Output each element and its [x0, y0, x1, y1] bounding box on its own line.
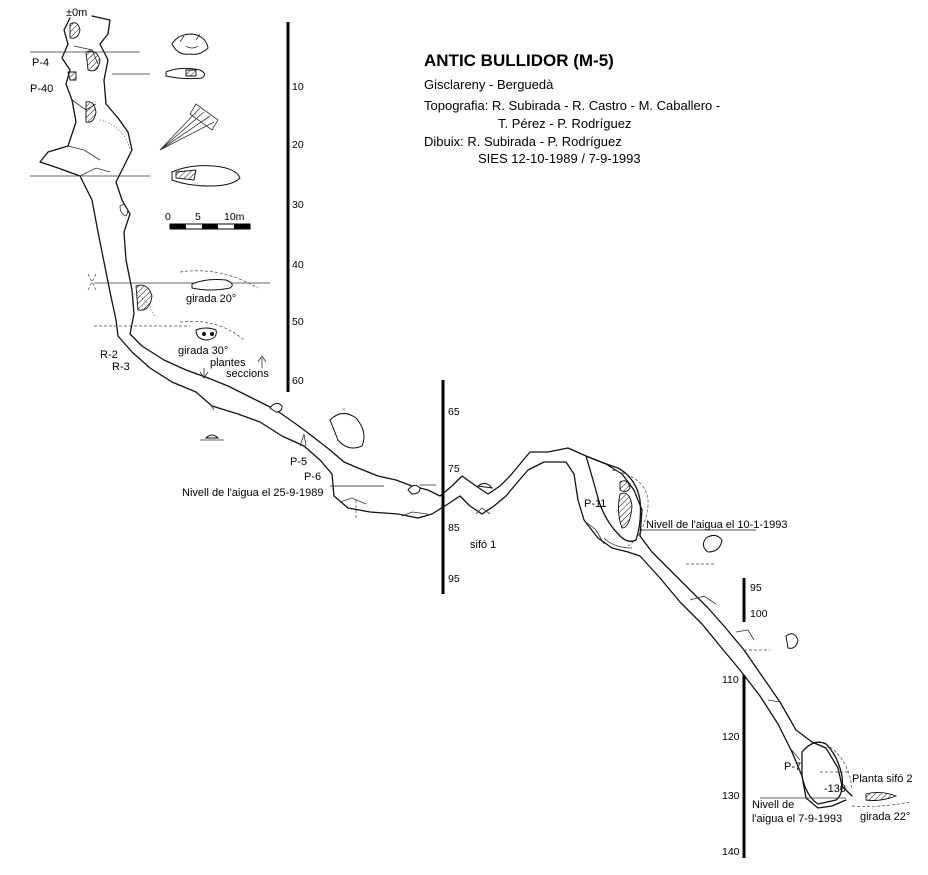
arrow-down-icon [199, 368, 209, 379]
annotation-seccions: seccions [226, 368, 269, 380]
label-p11: P-11 [584, 498, 606, 510]
depth-tick: 50 [292, 316, 304, 328]
depth-tick: 120 [722, 731, 740, 743]
annotation-water-level-1993-jan: Nivell de l'aigua el 10-1-1993 [646, 519, 788, 531]
label-p6: P-6 [304, 471, 321, 483]
label-p4: P-4 [32, 57, 49, 69]
depth-scale-3: 95 100 [742, 578, 768, 622]
depth-tick: 10 [292, 81, 304, 93]
depth-scale-2: 65 75 85 95 [441, 380, 460, 594]
annotation-girada-20: girada 20° [186, 293, 236, 305]
annotation-plantes: plantes [210, 357, 246, 369]
survey-topographers-2: T. Pérez - P. Rodríguez [498, 116, 631, 131]
depth-tick: 40 [292, 259, 304, 271]
depth-tick: 100 [750, 608, 768, 620]
depth-tick: 60 [292, 375, 304, 387]
annotation-water-level-1993-sep-1: Nivell de [752, 799, 794, 811]
annotation-planta-sifo-2: Planta sifó 2 [852, 773, 913, 785]
label-r2: R-2 [100, 349, 118, 361]
depth-tick: 110 [722, 674, 739, 686]
depth-tick: 30 [292, 199, 304, 211]
annotation-water-level-1989: Nivell de l'aigua el 25-9-1989 [182, 487, 324, 499]
depth-tick: 75 [448, 463, 460, 475]
label-top-zero: ±0m [66, 7, 87, 19]
depth-tick: 65 [448, 406, 460, 418]
label-r3: R-3 [112, 361, 130, 373]
depth-tick: 85 [448, 522, 460, 534]
annotation-water-level-1993-sep-2: l'aigua el 7-9-1993 [752, 813, 842, 825]
scale-label-10: 10m [224, 211, 245, 223]
annotation-girada-22: girada 22° [860, 811, 910, 823]
survey-drawing-credit: Dibuix: R. Subirada - P. Rodríguez [424, 134, 622, 149]
survey-topographers-1: Topografia: R. Subirada - R. Castro - M.… [424, 98, 720, 113]
annotation-girada-30: girada 30° [178, 345, 228, 357]
scale-bar: 0 5 10m [165, 211, 251, 230]
label-p40: P-40 [30, 83, 53, 95]
cross-sections [159, 33, 911, 807]
survey-title: ANTIC BULLIDOR (M-5) [424, 51, 614, 70]
scale-label-0: 0 [165, 211, 171, 223]
level-lines [30, 51, 846, 799]
depth-tick: 20 [292, 139, 304, 151]
survey-dates: SIES 12-10-1989 / 7-9-1993 [478, 151, 641, 166]
depth-tick: 95 [750, 582, 762, 594]
label-p7: P-7 [784, 761, 801, 773]
depth-tick: 95 [448, 573, 460, 585]
annotation-sifo-1: sifó 1 [470, 539, 496, 551]
survey-location: Gisclareny - Berguedà [424, 77, 554, 92]
depth-tick: 130 [722, 790, 740, 802]
arrow-up-icon [257, 355, 267, 368]
depth-tick: 140 [722, 846, 740, 858]
label-p5: P-5 [290, 456, 307, 468]
collapse-fills [67, 22, 633, 529]
scale-label-5: 5 [195, 211, 201, 223]
depth-scale-1: 10 20 30 40 50 60 [286, 22, 304, 392]
depth-scale-4: 110 120 130 140 [722, 674, 746, 858]
label-depth-130: -130 [824, 783, 846, 795]
